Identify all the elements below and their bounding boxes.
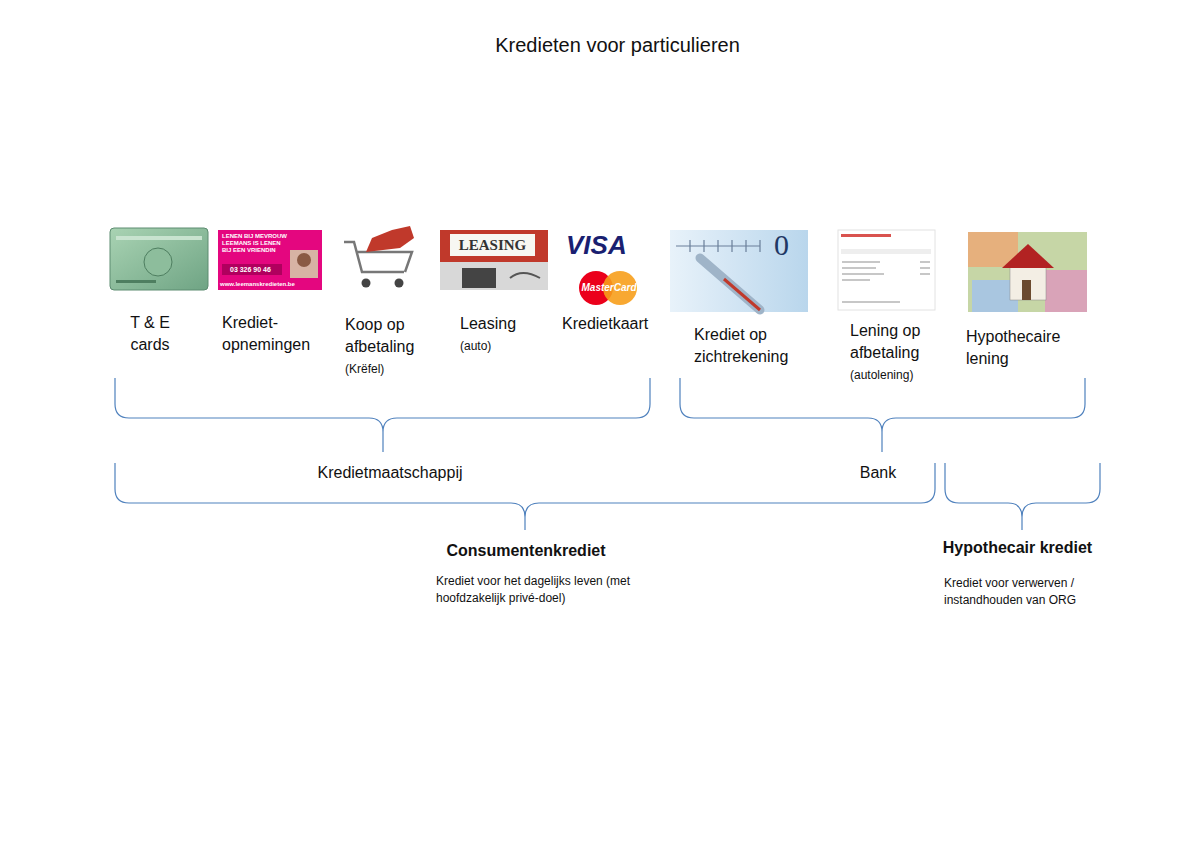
leasing-background	[440, 230, 548, 290]
ad-photo	[290, 250, 318, 278]
category-label: Consumentenkrediet	[416, 541, 636, 561]
thermometer-zero: 0	[774, 228, 804, 262]
statement-sheet	[838, 230, 935, 310]
item-label: T & E cards	[118, 312, 182, 356]
group-bracket	[115, 378, 650, 452]
glasses	[510, 273, 540, 278]
diagram-title: Kredieten voor particulieren	[380, 33, 855, 57]
item-label: Koop op afbetaling	[345, 314, 430, 358]
money-background	[968, 232, 1087, 312]
amex-card-image	[110, 228, 208, 290]
credit-type-item: Lening op afbetaling (autolening)	[850, 320, 935, 383]
group-label: Bank	[838, 463, 918, 483]
group-label: Kredietmaatschappij	[295, 463, 485, 483]
leasing-folder	[440, 230, 548, 262]
calculator	[462, 268, 496, 288]
card-line	[116, 280, 156, 283]
thermometer-mercury	[724, 279, 760, 310]
mastercard-logo: MasterCard	[574, 282, 644, 294]
ad-background	[218, 230, 322, 290]
credit-type-item: Krediet- opnemingen	[222, 312, 322, 356]
card-band	[116, 236, 202, 240]
credit-type-item: Krediet op zichtrekening	[694, 324, 812, 368]
credit-type-item: Hypothecaire lening	[966, 326, 1084, 370]
house-roof	[1002, 244, 1054, 268]
group-bracket	[680, 378, 1085, 452]
statement-lines	[842, 262, 930, 302]
category-description: Krediet voor verwerven / instandhouden v…	[944, 575, 1094, 609]
category-label: Hypothecair krediet	[925, 538, 1110, 558]
item-label: Hypothecaire lening	[966, 326, 1084, 370]
ad-phone-band	[222, 264, 282, 275]
leasing-image	[440, 230, 548, 290]
item-note: (autolening)	[850, 367, 935, 383]
banknote	[1045, 270, 1087, 312]
ad-slogan: LENEN BIJ MEVROUW LEEMANS IS LENEN BIJ E…	[222, 233, 290, 254]
card-portrait	[144, 248, 172, 276]
leemans-ad-image	[218, 230, 322, 290]
house-wall	[1010, 266, 1046, 300]
ad-phone: 03 326 90 46	[230, 265, 282, 274]
visa-logo: VISA	[566, 230, 646, 260]
thermometer-scale	[676, 240, 760, 252]
ad-url: www.leemanskredieten.be	[220, 280, 320, 288]
house-image	[968, 232, 1087, 312]
leasing-tag	[450, 234, 535, 256]
credit-type-item: Koop op afbetaling (Krëfel)	[345, 314, 430, 377]
item-label: Lening op afbetaling	[850, 320, 935, 364]
car-shape	[366, 226, 414, 252]
item-label: Kredietkaart	[562, 313, 662, 335]
thermometer-tube	[700, 258, 760, 310]
item-label: Krediet op zichtrekening	[694, 324, 812, 368]
credit-type-item: T & E cards	[118, 312, 182, 356]
brackets	[115, 378, 1100, 530]
group-bracket	[115, 463, 935, 530]
cart-wheel	[362, 279, 371, 288]
cart-image	[344, 226, 414, 288]
category-description: Krediet voor het dagelijks leven (met ho…	[436, 573, 636, 607]
statement-row	[841, 249, 931, 254]
item-label: Leasing	[460, 313, 550, 335]
cart-wheel	[395, 279, 404, 288]
statement-heading	[841, 234, 891, 237]
group-bracket	[945, 463, 1100, 530]
leasing-sign: LEASING	[450, 236, 535, 254]
loan-statement-image	[838, 230, 935, 310]
credit-type-item: Kredietkaart	[562, 313, 662, 335]
item-note: (auto)	[460, 338, 550, 354]
ad-photo-face	[297, 253, 311, 267]
house-door	[1022, 280, 1031, 300]
credit-type-item: Leasing (auto)	[460, 313, 550, 354]
item-label: Krediet- opnemingen	[222, 312, 322, 356]
item-note: (Krëfel)	[345, 361, 430, 377]
card-body	[110, 228, 208, 290]
